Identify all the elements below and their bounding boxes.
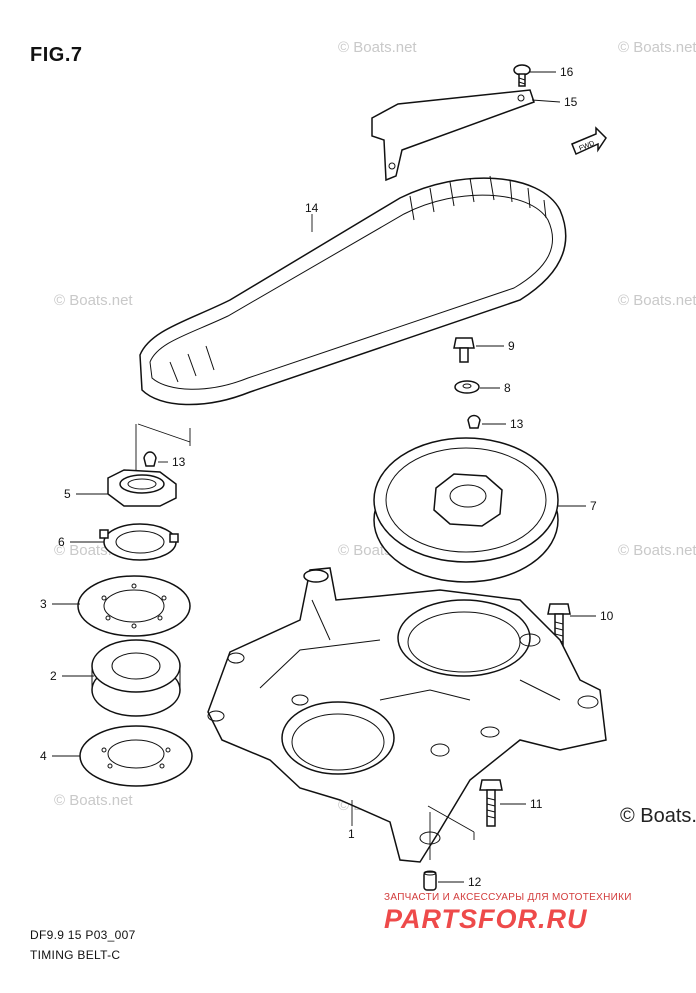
watermark: © Boats.net: [618, 292, 696, 309]
part-plate-4: [79, 725, 193, 787]
callout-8: 8: [504, 381, 511, 395]
figure-title: FIG.7: [30, 44, 83, 66]
part-bolt-11: [479, 779, 503, 827]
watermark: © Boats.net: [54, 292, 133, 309]
callout-2: 2: [50, 669, 57, 683]
callout-1: 1: [348, 827, 355, 841]
callout-6: 6: [58, 535, 65, 549]
brand-block: ЗАПЧАСТИ И АКСЕССУАРЫ ДЛЯ МОТОТЕХНИКИ PA…: [384, 892, 684, 935]
part-housing-1: [207, 567, 607, 863]
callout-15: 15: [564, 95, 578, 109]
part-lock-washer-6: [99, 523, 179, 561]
watermark: © Boats.net: [54, 792, 133, 809]
callout-13: 13: [172, 455, 186, 469]
figure-name: TIMING BELT-C: [30, 948, 121, 962]
part-washer-8: [454, 380, 480, 394]
part-sprocket-2: [91, 639, 181, 717]
part-nut-5: [107, 469, 177, 507]
part-bolt-9: [453, 337, 475, 363]
figure-code: DF9.9 15 P03_007: [30, 928, 136, 942]
leader-lines: [52, 71, 596, 883]
callout-9: 9: [508, 339, 515, 353]
callout-5: 5: [64, 487, 71, 501]
alignment-lines: [427, 805, 475, 860]
part-dowel-pin-12: [423, 870, 437, 891]
callout-3: 3: [40, 597, 47, 611]
part-key-13: [467, 414, 481, 429]
callout-12: 12: [468, 875, 482, 889]
watermark: © Boats.net: [338, 39, 417, 56]
callout-7: 7: [590, 499, 597, 513]
watermark: © Boats.net: [618, 542, 696, 559]
part-screw-16: [513, 64, 531, 87]
brand-tagline: ЗАПЧАСТИ И АКСЕССУАРЫ ДЛЯ МОТОТЕХНИКИ: [384, 892, 632, 903]
callouts: 16 15 14 9 8 13 13 5 7 6 3 10 2 4 11 1 1…: [40, 65, 614, 889]
part-plate-3: [77, 575, 191, 637]
part-key-13: [143, 451, 157, 467]
callout-14: 14: [305, 201, 319, 215]
brand-logo: PARTSFOR.RU: [384, 904, 588, 934]
part-pulley-7: [373, 437, 559, 583]
callout-11: 11: [530, 797, 543, 811]
callout-16: 16: [560, 65, 574, 79]
fwd-arrow-icon: FWD: [571, 126, 607, 156]
callout-4: 4: [40, 749, 47, 763]
callout-10: 10: [600, 609, 614, 623]
part-bracket-15: [371, 89, 535, 182]
callout-13: 13: [510, 417, 524, 431]
part-timing-belt-14: [139, 175, 567, 406]
watermark-corner: © Boats.: [620, 805, 696, 827]
watermark: © Boats.net: [618, 39, 696, 56]
